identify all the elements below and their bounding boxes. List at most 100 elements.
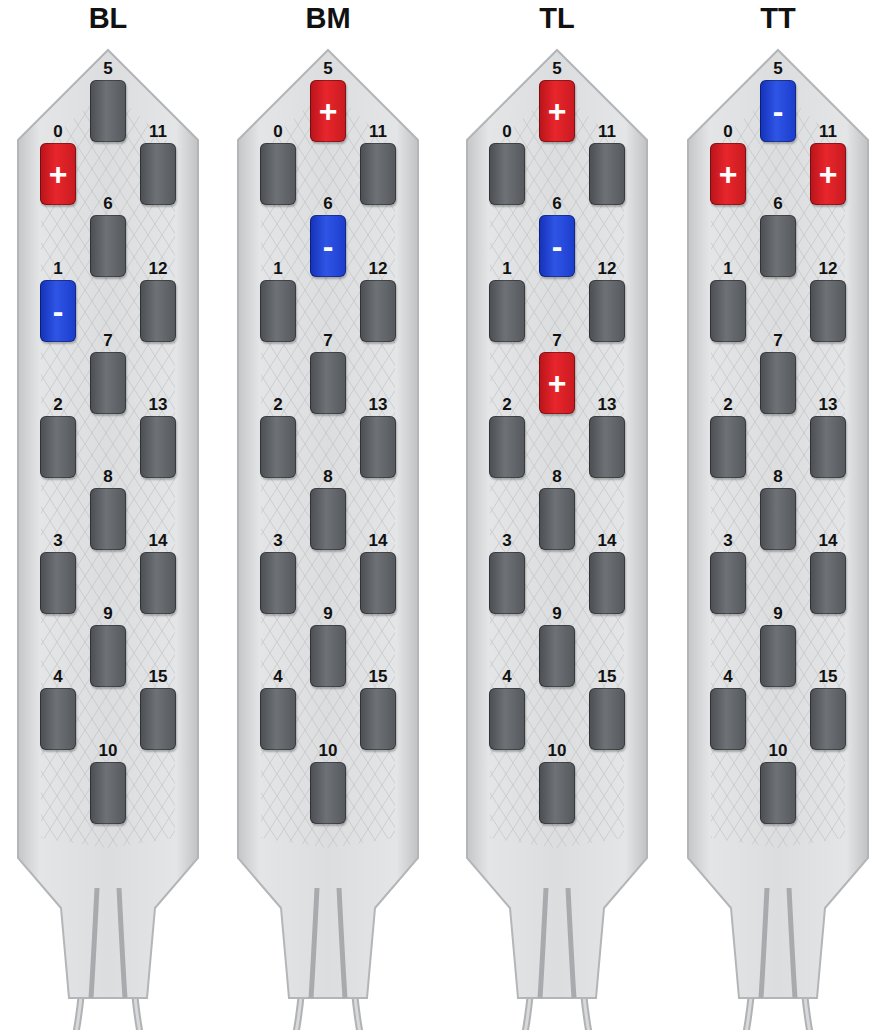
electrode-contact: 14 <box>810 552 846 614</box>
electrode-contact: 15 <box>360 688 396 750</box>
electrode-number: 4 <box>28 667 88 687</box>
electrode-contact: 0+ <box>710 143 746 205</box>
electrode-number: 5 <box>298 59 358 79</box>
electrode-number: 9 <box>748 604 808 624</box>
electrode-number: 14 <box>798 531 858 551</box>
electrode-contact: 8 <box>539 488 575 550</box>
electrode-number: 12 <box>128 259 188 279</box>
electrode-number: 7 <box>78 331 138 351</box>
electrode-contact: 10 <box>539 762 575 824</box>
electrode-number: 11 <box>577 122 637 142</box>
electrode-contact: 4 <box>710 688 746 750</box>
electrode-number: 15 <box>577 667 637 687</box>
electrode-contact: 7 <box>90 352 126 414</box>
electrode-number: 13 <box>577 395 637 415</box>
electrode-number: 3 <box>248 531 308 551</box>
electrode-contact: 1- <box>40 280 76 342</box>
electrode-number: 10 <box>78 741 138 761</box>
electrode-number: 6 <box>748 194 808 214</box>
electrode-number: 3 <box>477 531 537 551</box>
electrode-contact: 7 <box>310 352 346 414</box>
electrode-number: 12 <box>348 259 408 279</box>
electrode-number: 9 <box>527 604 587 624</box>
electrode-contact: 6- <box>539 215 575 277</box>
electrode-number: 5 <box>748 59 808 79</box>
electrode-number: 2 <box>28 395 88 415</box>
electrode-contact: 11 <box>360 143 396 205</box>
electrode-number: 5 <box>527 59 587 79</box>
electrode-number: 14 <box>128 531 188 551</box>
electrode-number: 8 <box>527 467 587 487</box>
electrode-number: 9 <box>78 604 138 624</box>
electrode-contact: 14 <box>360 552 396 614</box>
electrode-number: 14 <box>348 531 408 551</box>
electrode-number: 8 <box>748 467 808 487</box>
polarity-sign: + <box>539 352 575 414</box>
electrode-contact: 13 <box>360 416 396 478</box>
electrode-number: 4 <box>248 667 308 687</box>
polarity-sign: + <box>810 143 846 205</box>
electrode-contact: 5 <box>90 80 126 142</box>
electrode-contact: 6 <box>90 215 126 277</box>
electrode-contact: 13 <box>589 416 625 478</box>
electrode-number: 10 <box>748 741 808 761</box>
electrode-number: 0 <box>698 122 758 142</box>
polarity-sign: - <box>40 280 76 342</box>
electrode-contact: 15 <box>810 688 846 750</box>
electrode-contact: 8 <box>310 488 346 550</box>
electrode-number: 0 <box>28 122 88 142</box>
electrode-number: 11 <box>348 122 408 142</box>
electrode-number: 0 <box>477 122 537 142</box>
electrode-contact: 13 <box>810 416 846 478</box>
electrode-contact: 1 <box>489 280 525 342</box>
electrode-contact: 12 <box>810 280 846 342</box>
paddle-lead: TL012345+6-7+89101112131415 <box>464 48 650 1030</box>
paddle-lead: BM012345+6-789101112131415 <box>235 48 421 1030</box>
lead-title: TT <box>685 2 871 35</box>
electrode-contact: 3 <box>40 552 76 614</box>
electrode-contact: 8 <box>90 488 126 550</box>
polarity-sign: - <box>310 215 346 277</box>
electrode-contact: 4 <box>489 688 525 750</box>
electrode-number: 5 <box>78 59 138 79</box>
electrode-contact: 9 <box>760 625 796 687</box>
electrode-contact: 5- <box>760 80 796 142</box>
electrode-number: 1 <box>28 259 88 279</box>
electrode-number: 10 <box>298 741 358 761</box>
electrode-contact: 3 <box>489 552 525 614</box>
electrode-number: 2 <box>248 395 308 415</box>
electrode-contact: 15 <box>140 688 176 750</box>
lead-title: BL <box>15 2 201 35</box>
electrode-number: 15 <box>348 667 408 687</box>
lead-title: TL <box>464 2 650 35</box>
electrode-contact: 3 <box>260 552 296 614</box>
electrode-number: 15 <box>128 667 188 687</box>
electrode-number: 8 <box>78 467 138 487</box>
electrode-number: 11 <box>128 122 188 142</box>
electrode-contact: 0 <box>260 143 296 205</box>
electrode-number: 3 <box>28 531 88 551</box>
electrode-number: 7 <box>527 331 587 351</box>
electrode-number: 7 <box>298 331 358 351</box>
electrode-number: 15 <box>798 667 858 687</box>
polarity-sign: + <box>40 143 76 205</box>
electrode-number: 12 <box>577 259 637 279</box>
electrode-contact: 14 <box>589 552 625 614</box>
electrode-contact: 12 <box>360 280 396 342</box>
electrode-number: 6 <box>78 194 138 214</box>
polarity-sign: - <box>760 80 796 142</box>
electrode-contact: 2 <box>40 416 76 478</box>
electrode-number: 14 <box>577 531 637 551</box>
electrode-contact: 5+ <box>539 80 575 142</box>
electrode-contact: 9 <box>539 625 575 687</box>
electrode-number: 6 <box>527 194 587 214</box>
electrode-contact: 4 <box>260 688 296 750</box>
electrode-number: 0 <box>248 122 308 142</box>
electrode-number: 7 <box>748 331 808 351</box>
electrode-contact: 0+ <box>40 143 76 205</box>
electrode-contact: 8 <box>760 488 796 550</box>
paddle-lead: BL0+1-23456789101112131415 <box>15 48 201 1030</box>
electrode-contact: 9 <box>310 625 346 687</box>
electrode-number: 6 <box>298 194 358 214</box>
paddle-lead: TT0+12345-67891011+12131415 <box>685 48 871 1030</box>
